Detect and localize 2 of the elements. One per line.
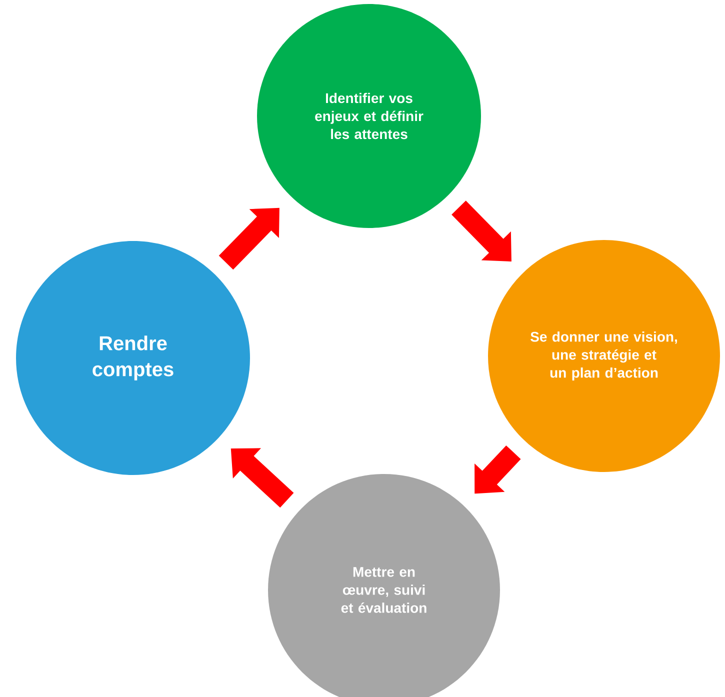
block-arrow <box>218 208 280 270</box>
block-arrow <box>452 200 512 262</box>
